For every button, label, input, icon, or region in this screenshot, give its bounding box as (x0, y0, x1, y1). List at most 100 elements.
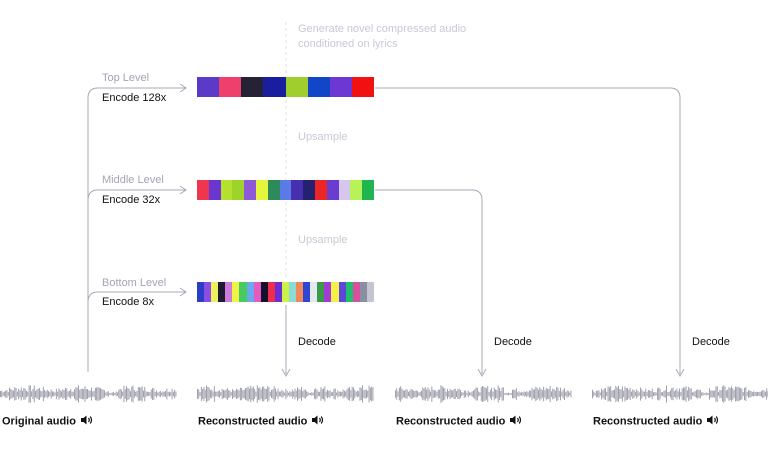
waveform-bar (41, 391, 43, 397)
arrowhead-encoder-bottom (179, 287, 187, 297)
speaker-icon[interactable] (707, 415, 719, 428)
waveform-bar (419, 391, 421, 396)
waveform-bar (441, 386, 443, 402)
original-audio-caption[interactable]: Original audio (2, 415, 93, 428)
speaker-icon[interactable] (312, 415, 324, 428)
waveform-bar (501, 387, 503, 401)
waveform-bar (337, 390, 339, 398)
reconstructed-audio-caption-bottom[interactable]: Reconstructed audio (198, 415, 324, 428)
waveform-bar (61, 391, 62, 397)
waveform-bar (130, 391, 131, 397)
waveform-bar (91, 387, 92, 401)
waveform-bar (466, 392, 468, 396)
code-token (219, 77, 242, 97)
speaker-icon[interactable] (510, 415, 522, 428)
waveform-bar (70, 389, 72, 399)
waveform-bar (316, 389, 318, 399)
waveform-bar (496, 389, 498, 399)
waveform-bar (131, 386, 133, 402)
waveform-bar (705, 393, 706, 395)
waveform-bar (737, 386, 739, 402)
waveform-bar (315, 388, 317, 400)
waveform-bar (109, 393, 111, 395)
decoder-connector-top (375, 87, 681, 374)
waveform-bar (525, 392, 526, 396)
waveform-bar (249, 388, 250, 400)
waveform-bar (427, 387, 429, 401)
waveform-bar (126, 386, 127, 402)
waveform-bar (552, 388, 554, 400)
waveform-bar (89, 390, 91, 398)
code-token (307, 77, 330, 97)
waveform-bar (341, 391, 343, 397)
waveform-bar (431, 386, 433, 402)
waveform-bar (706, 392, 708, 396)
waveform-bar (347, 387, 349, 401)
waveform-bar (506, 393, 508, 395)
waveform-bar (33, 385, 35, 403)
code-token (260, 282, 268, 302)
waveform-bar (161, 392, 163, 396)
waveform-bar (701, 392, 703, 396)
waveform-bar (217, 391, 219, 397)
waveform-bar (298, 388, 300, 400)
waveform-bar (171, 388, 173, 400)
waveform-bar (607, 386, 609, 402)
waveform-bar (505, 392, 507, 396)
waveform-bar (565, 392, 567, 396)
waveform-bar (271, 389, 272, 399)
waveform-bar (531, 387, 533, 401)
arrowhead-encoder-middle (179, 185, 187, 195)
waveform-bar (362, 385, 363, 403)
waveform-bar (601, 388, 602, 400)
waveform-bar (336, 392, 337, 396)
waveform-bar (530, 390, 532, 398)
waveform-bar (462, 392, 464, 396)
reconstructed-audio-caption-middle[interactable]: Reconstructed audio (396, 415, 522, 428)
waveform-bar (204, 389, 206, 399)
waveform-bar (269, 391, 271, 397)
waveform-bar (207, 387, 209, 401)
speaker-icon[interactable] (80, 415, 93, 428)
waveform-bar (81, 388, 83, 400)
waveform-bar (741, 388, 743, 400)
waveform-bar (297, 387, 298, 401)
waveform-bar (558, 390, 560, 398)
waveform-bar (484, 387, 486, 401)
waveform-bar (435, 390, 437, 398)
decode-label-bottom: Decode (298, 336, 336, 348)
waveform-bar (7, 392, 9, 396)
waveform-bar (448, 391, 450, 397)
reconstructed-audio-caption-top[interactable]: Reconstructed audio (593, 415, 719, 428)
waveform-bar (680, 391, 682, 397)
waveform-bar (59, 390, 61, 398)
waveform-bar (614, 389, 615, 399)
waveform-bar (124, 389, 126, 399)
waveform-bar (452, 390, 454, 398)
waveform-bar (216, 391, 218, 397)
waveform-bar (627, 388, 628, 400)
waveform-bar (97, 387, 99, 401)
waveform-bar (272, 389, 274, 399)
code-token (241, 77, 264, 97)
waveform-bar (719, 390, 721, 398)
waveform-bar (489, 389, 491, 399)
waveform-bar (371, 386, 373, 402)
waveform-bar (699, 389, 701, 399)
waveform-bar (502, 387, 504, 401)
waveform-bar (200, 386, 202, 402)
code-token (329, 77, 352, 97)
waveform-bar (293, 391, 295, 397)
waveform-bar (424, 387, 426, 401)
waveform-bar (75, 387, 77, 401)
waveform-bar (22, 390, 23, 397)
waveform-bar (6, 390, 8, 398)
waveform-bar (640, 387, 641, 401)
waveform-bar (476, 387, 478, 401)
waveform-bar (659, 388, 661, 400)
waveform-bar (690, 388, 692, 400)
waveform-bar (153, 388, 155, 400)
waveform-bar (698, 390, 700, 398)
waveform-bar (290, 391, 292, 397)
waveform-bar (135, 391, 137, 397)
